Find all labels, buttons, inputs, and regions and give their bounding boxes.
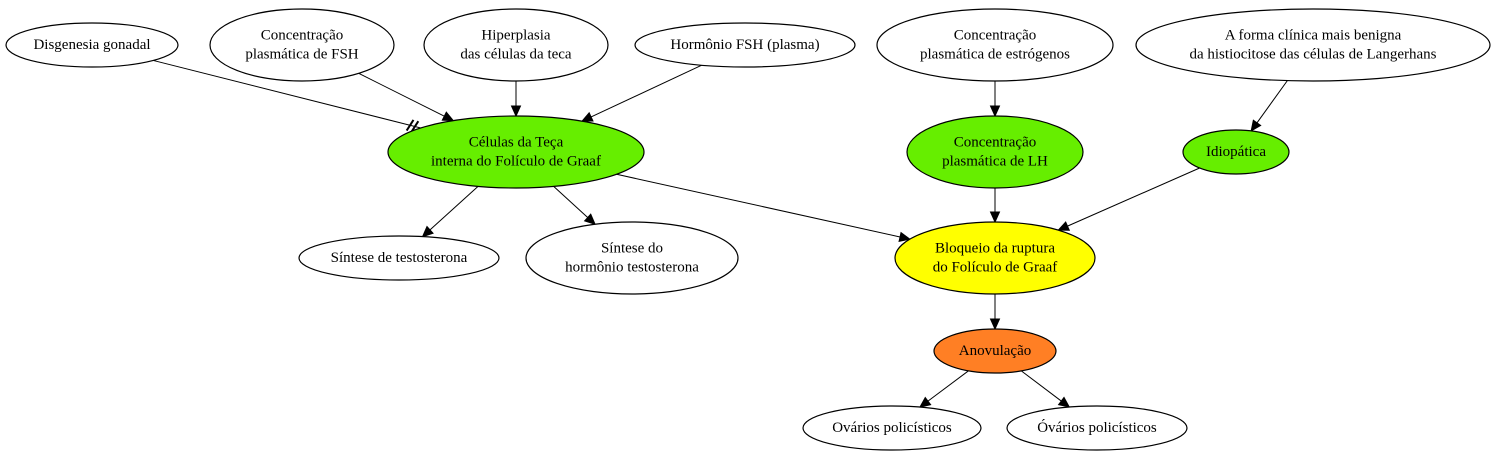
edge-conc-estrogenos-to-conc-lh [989, 81, 1001, 118]
node-disgenesia: Disgenesia gonadal [5, 22, 179, 68]
node-ellipse [298, 235, 500, 281]
node-label-line: Células da Teça [469, 135, 564, 151]
node-ellipse [5, 22, 179, 68]
edge-line [1067, 167, 1200, 227]
node-bloqueio: Bloqueio da ruptura do Folículo de Graaf [894, 221, 1096, 295]
node-ellipse [906, 115, 1084, 189]
edge-disgenesia-to-celulas-teca [153, 59, 421, 133]
node-label-line: Síntese do [601, 241, 663, 257]
node-ellipse [894, 221, 1096, 295]
node-label-line: A forma clínica mais benigna [1225, 28, 1402, 44]
edge-idiopatica-to-bloqueio [1057, 167, 1200, 231]
nodes-layer: Disgenesia gonadalConcentraçãoplasmática… [5, 8, 1491, 451]
node-label-line: Bloqueio da ruptura [935, 241, 1055, 257]
node-label-line: Ovários policísticos [832, 420, 952, 436]
node-ellipse [1006, 405, 1188, 451]
node-label-line: da histiocitose das células de Langerhan… [1189, 47, 1436, 63]
node-ovarios1: Ovários policísticos [802, 405, 982, 451]
arrowhead [510, 105, 522, 118]
edge-celulas-teca-to-sintese-testo [421, 186, 479, 238]
node-histiocitose: A forma clínica mais benigna da histiocit… [1135, 8, 1491, 82]
node-ellipse [802, 405, 982, 451]
node-conc-fsh: Concentração plasmática de FSH [209, 8, 395, 82]
node-label-line: Concentração [954, 28, 1036, 44]
arrowhead [1057, 221, 1071, 231]
edge-anovulacao-to-ovarios2 [1020, 370, 1071, 408]
node-label-line: Hormônio FSH (plasma) [670, 37, 819, 53]
node-label-line: Hiperplasia [481, 28, 550, 44]
edge-line [1020, 370, 1062, 402]
node-label-line: Disgenesia gonadal [33, 37, 150, 53]
node-label-line: hormônio testosterona [565, 260, 699, 276]
node-hiperplasia: Hiperplasia das células da teca [423, 8, 609, 82]
edge-celulas-teca-to-sintese-hormonio [553, 186, 596, 226]
edges-layer [153, 59, 1288, 408]
node-sintese-testo: Síntese de testosterona [298, 235, 500, 281]
node-conc-lh: Concentração plasmática de LH [906, 115, 1084, 189]
node-ellipse [876, 8, 1114, 82]
node-idiopatica: Idiopática [1182, 129, 1290, 175]
node-ovarios2: Óvários policísticos [1006, 405, 1188, 451]
edge-line [553, 186, 589, 218]
edge-conc-fsh-to-celulas-teca [358, 72, 455, 122]
edge-line [927, 370, 969, 402]
node-label-line: plasmática de estrógenos [920, 47, 1070, 63]
node-celulas-teca: Células da Teça interna do Folículo de Gr… [387, 115, 645, 189]
node-label-line: interna do Folículo de Graaf [431, 154, 601, 170]
edge-bloqueio-to-anovulacao [989, 294, 1001, 331]
edge-line [616, 173, 901, 238]
node-label-line: Concentração [261, 28, 343, 44]
arrowhead [421, 225, 434, 238]
edge-line [1256, 80, 1288, 124]
node-conc-estrogenos: Concentração plasmática de estrógenos [876, 8, 1114, 82]
arrowhead [441, 111, 455, 122]
arrowhead [898, 231, 911, 243]
node-label-line: Idiopática [1206, 144, 1266, 160]
edge-line [590, 64, 702, 118]
node-ellipse [1135, 8, 1491, 82]
arrowhead [1250, 119, 1262, 132]
edge-line [429, 186, 479, 231]
inhibit-tick-1 [410, 120, 420, 133]
edge-hiperplasia-to-celulas-teca [510, 81, 522, 118]
node-label-line: Concentração [954, 135, 1036, 151]
node-anovulacao: Anovulação [933, 328, 1057, 374]
arrowhead [989, 105, 1001, 118]
node-ellipse [387, 115, 645, 189]
node-ellipse [933, 328, 1057, 374]
node-label-line: plasmática de LH [942, 154, 1048, 170]
inhibit-tick-2 [405, 119, 415, 132]
node-label-line: Óvários policísticos [1037, 419, 1157, 436]
edge-anovulacao-to-ovarios1 [918, 370, 969, 408]
edge-line [358, 72, 445, 117]
node-ellipse [423, 8, 609, 82]
node-ellipse [634, 22, 856, 68]
edge-celulas-teca-to-bloqueio [616, 173, 911, 243]
edge-line [153, 59, 421, 129]
node-label-line: plasmática de FSH [245, 47, 358, 63]
node-ellipse [525, 221, 739, 295]
node-label-line: Anovulação [959, 343, 1031, 359]
arrowhead [580, 111, 594, 122]
node-label-line: das células da teca [460, 47, 572, 63]
node-label-line: do Folículo de Graaf [933, 260, 1058, 276]
node-hormonio-fsh: Hormônio FSH (plasma) [634, 22, 856, 68]
edge-hormonio-fsh-to-celulas-teca [580, 64, 702, 122]
arrowhead [989, 211, 1001, 224]
arrowhead [583, 213, 596, 226]
node-ellipse [1182, 129, 1290, 175]
edge-conc-lh-to-bloqueio [989, 188, 1001, 224]
edge-histiocitose-to-idiopatica [1250, 80, 1288, 132]
arrowhead [989, 318, 1001, 331]
node-ellipse [209, 8, 395, 82]
arrowhead [918, 396, 932, 408]
node-label-line: Síntese de testosterona [331, 250, 468, 266]
node-sintese-hormonio: Síntese do hormônio testosterona [525, 221, 739, 295]
arrowhead [1057, 396, 1071, 408]
